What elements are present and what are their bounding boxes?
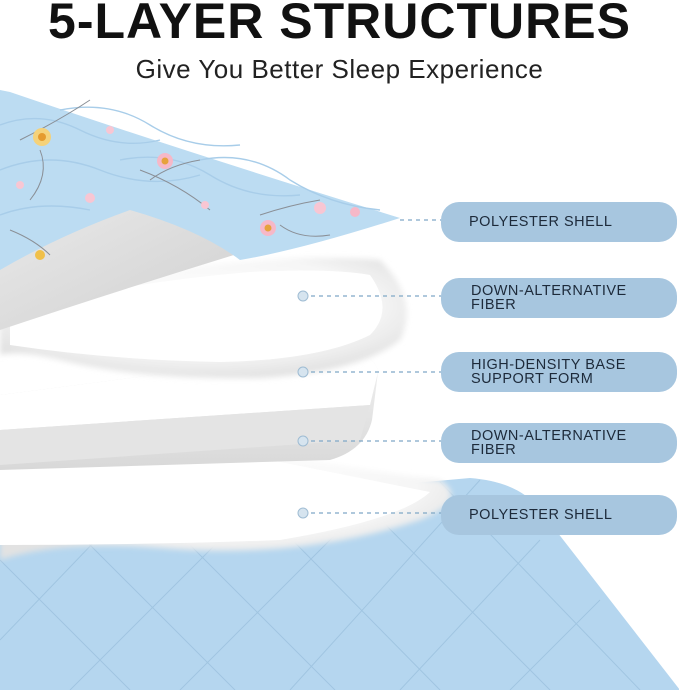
layer-label-high-density-base: HIGH-DENSITY BASE SUPPORT FORM xyxy=(441,352,677,392)
layer-label-down-alternative-fiber-lower: DOWN-ALTERNATIVE FIBER xyxy=(441,423,677,463)
layer-label-text: DOWN-ALTERNATIVE FIBER xyxy=(471,283,627,313)
layer-label-polyester-shell-top: POLYESTER SHELL xyxy=(441,202,677,242)
layer-label-text: DOWN-ALTERNATIVE FIBER xyxy=(471,428,627,458)
page-title: 5-LAYER STRUCTURES xyxy=(48,0,631,49)
top-shell-layer xyxy=(0,90,400,270)
layer-label-polyester-shell-bottom: POLYESTER SHELL xyxy=(441,495,677,535)
layer-label-text: HIGH-DENSITY BASE SUPPORT FORM xyxy=(471,357,626,387)
layer-label-text: POLYESTER SHELL xyxy=(469,507,613,523)
layer-label-down-alternative-fiber-upper: DOWN-ALTERNATIVE FIBER xyxy=(441,278,677,318)
page-subtitle: Give You Better Sleep Experience xyxy=(135,54,544,84)
connector-lines xyxy=(303,219,441,514)
layer-illustration xyxy=(0,90,679,690)
layer-label-text: POLYESTER SHELL xyxy=(469,214,613,230)
connector-dots xyxy=(297,290,309,519)
